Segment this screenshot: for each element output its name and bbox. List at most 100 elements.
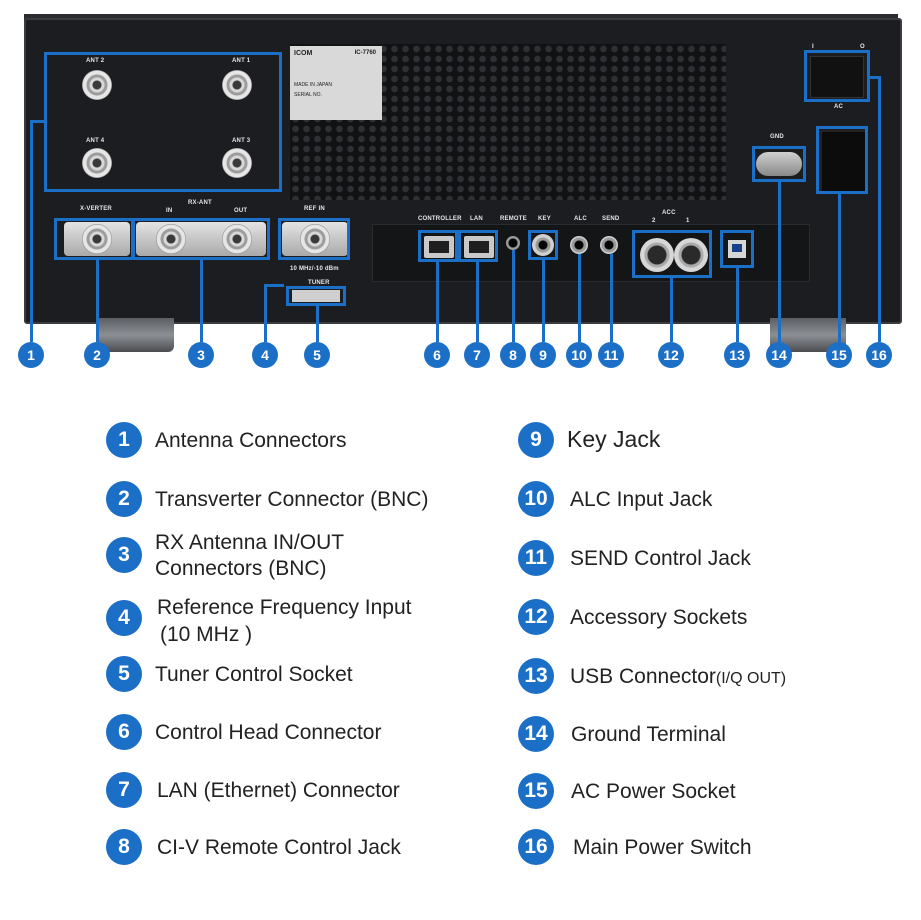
- callout-9: 9: [530, 342, 556, 368]
- remote-jack: [506, 236, 520, 250]
- lead-9: [542, 258, 545, 342]
- ac-socket: [820, 130, 868, 194]
- legend-badge-10: 10: [518, 481, 554, 517]
- rx-in-label: IN: [166, 208, 173, 214]
- legend-badge-14: 14: [518, 716, 554, 752]
- rx-ant-label: RX-ANT: [188, 200, 212, 206]
- lead-1b: [30, 120, 46, 123]
- lead-10: [578, 254, 581, 342]
- legend-text-14: Ground Terminal: [571, 723, 726, 746]
- tuner-socket: [292, 290, 340, 302]
- lead-1: [30, 120, 33, 342]
- acc-label: ACC: [662, 210, 676, 216]
- rx-ant-highlight: [132, 218, 270, 260]
- legend-text-16: Main Power Switch: [573, 836, 752, 859]
- gnd-label: GND: [770, 134, 784, 140]
- lead-7: [476, 260, 479, 342]
- callout-6: 6: [424, 342, 450, 368]
- usb-highlight: [720, 230, 754, 268]
- legend-badge-5: 5: [106, 656, 142, 692]
- made-in-label: MADE IN JAPAN: [294, 82, 332, 88]
- key-highlight: [528, 230, 558, 260]
- legend-text-7: LAN (Ethernet) Connector: [157, 779, 400, 802]
- lead-11: [610, 254, 613, 342]
- ant4-label: ANT 4: [86, 138, 105, 144]
- legend-text-3: RX Antenna IN/OUT: [155, 531, 345, 554]
- controller-highlight: [418, 230, 458, 262]
- ref-spec-label: 10 MHz/-10 dBm: [290, 266, 339, 272]
- xverter-connector: [82, 224, 112, 254]
- send-jack: [600, 236, 618, 254]
- ant3-connector: [222, 148, 252, 178]
- send-label: SEND: [602, 216, 620, 222]
- legend-text-9: Key Jack: [567, 426, 661, 452]
- lead-4: [264, 284, 267, 342]
- left-foot: [98, 318, 174, 352]
- legend-text-2: Transverter Connector (BNC): [155, 488, 429, 511]
- callout-12: 12: [658, 342, 684, 368]
- callout-4: 4: [252, 342, 278, 368]
- lead-16b: [868, 76, 880, 79]
- acc1-label: 1: [686, 218, 690, 224]
- lead-16: [878, 76, 881, 342]
- xverter-highlight: [54, 218, 134, 260]
- legend-text-3b: Connectors (BNC): [155, 557, 327, 580]
- callout-16: 16: [866, 342, 892, 368]
- acc2-label: 2: [652, 218, 656, 224]
- lead-15: [838, 192, 841, 342]
- lan-highlight: [458, 230, 498, 262]
- legend-badge-8: 8: [106, 829, 142, 865]
- alc-label: ALC: [574, 216, 587, 222]
- ac-highlight: [816, 126, 868, 194]
- legend-badge-11: 11: [518, 540, 554, 576]
- legend-text-15: AC Power Socket: [571, 780, 736, 803]
- legend-badge-15: 15: [518, 773, 554, 809]
- usb-port: [728, 240, 746, 258]
- legend-badge-2: 2: [106, 481, 142, 517]
- callout-14: 14: [766, 342, 792, 368]
- legend-text-10: ALC Input Jack: [570, 488, 713, 511]
- xverter-label: X-VERTER: [80, 206, 112, 212]
- legend-badge-1: 1: [106, 422, 142, 458]
- callout-2: 2: [84, 342, 110, 368]
- callout-15: 15: [826, 342, 852, 368]
- lead-12: [670, 276, 673, 342]
- acc1-socket: [674, 238, 708, 272]
- ref-in-label: REF IN: [304, 206, 325, 212]
- switch-on-label: I: [812, 44, 814, 50]
- ant2-label: ANT 2: [86, 58, 105, 64]
- lead-6: [436, 260, 439, 342]
- lead-14: [778, 180, 781, 342]
- legend-text-1: Antenna Connectors: [155, 429, 347, 452]
- legend-text-13: USB Connector(I/Q OUT): [570, 664, 786, 691]
- acc-highlight: [632, 230, 712, 278]
- ac-label: AC: [834, 104, 844, 110]
- callout-11: 11: [598, 342, 624, 368]
- model-label: IC-7760: [354, 50, 376, 56]
- ant4-connector: [82, 148, 112, 178]
- lead-13: [736, 266, 739, 342]
- ant1-connector: [222, 70, 252, 100]
- lan-label: LAN: [470, 216, 483, 222]
- legend-text-8: CI-V Remote Control Jack: [157, 836, 401, 859]
- acc2-socket: [640, 238, 674, 272]
- callout-13: 13: [724, 342, 750, 368]
- lead-5: [316, 304, 319, 342]
- rx-out-connector: [222, 224, 252, 254]
- gnd-highlight: [752, 146, 806, 182]
- legend-text-6: Control Head Connector: [155, 721, 382, 744]
- ant1-label: ANT 1: [232, 58, 251, 64]
- lead-8: [512, 250, 515, 342]
- legend-badge-13: 13: [518, 658, 554, 694]
- legend-badge-16: 16: [518, 829, 554, 865]
- remote-label: REMOTE: [500, 216, 527, 222]
- lead-2: [96, 258, 99, 342]
- ant3-label: ANT 3: [232, 138, 251, 144]
- legend-text-11: SEND Control Jack: [570, 547, 751, 570]
- callout-10: 10: [566, 342, 592, 368]
- lan-port: [464, 236, 494, 258]
- legend-text-12: Accessory Sockets: [570, 606, 748, 629]
- rx-out-label: OUT: [234, 208, 248, 214]
- legend-text-13-small: (I/Q OUT): [715, 670, 787, 687]
- legend-badge-12: 12: [518, 599, 554, 635]
